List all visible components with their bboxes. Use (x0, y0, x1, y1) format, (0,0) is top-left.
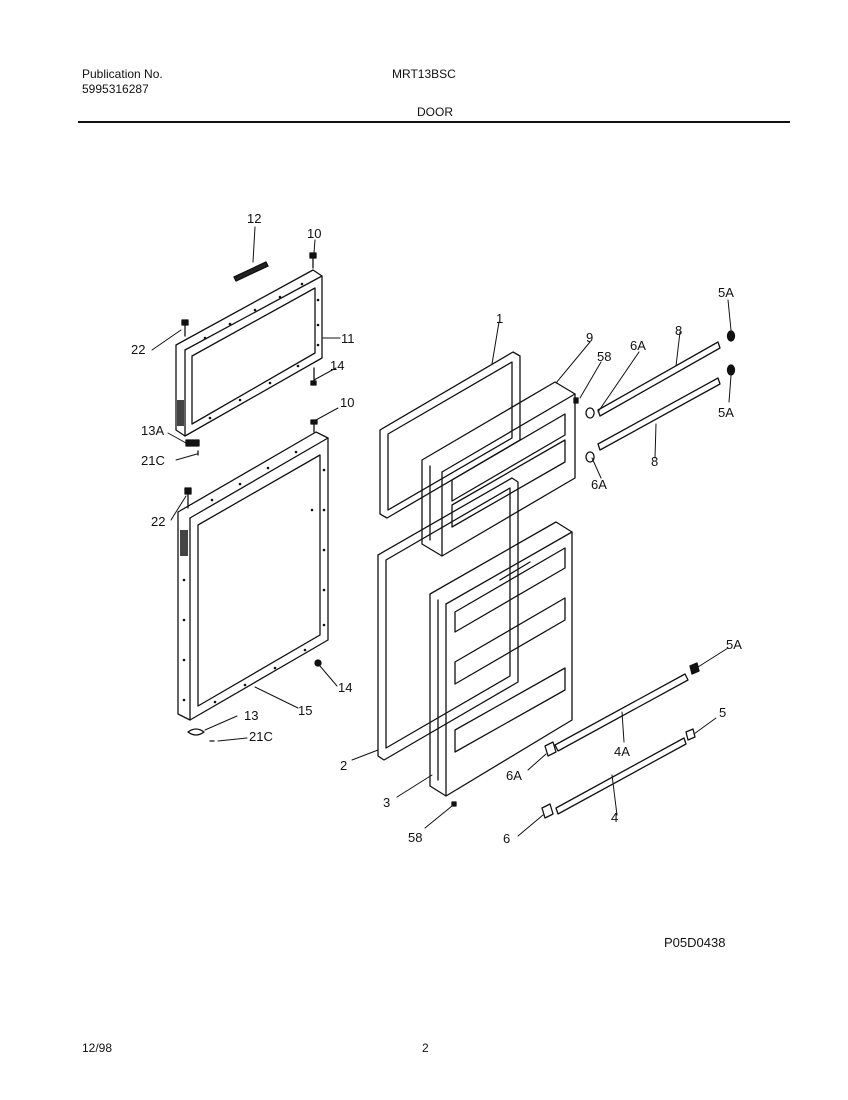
callout-3: 3 (383, 795, 390, 810)
callout-22: 22 (131, 342, 145, 357)
callout-8-lower: 8 (651, 454, 658, 469)
publication-label: Publication No. (82, 67, 163, 81)
callout-6A: 6A (630, 338, 646, 353)
callout-5A-third: 5A (726, 637, 742, 652)
callout-9: 9 (586, 330, 593, 345)
callout-12: 12 (247, 211, 261, 226)
callout-2: 2 (340, 758, 347, 773)
part-11-freezer-door (175, 269, 323, 437)
callout-6: 6 (503, 831, 510, 846)
section-title: DOOR (417, 105, 453, 119)
part-9-freezer-liner (421, 381, 576, 557)
model-number: MRT13BSC (392, 67, 456, 81)
callout-8: 8 (675, 323, 682, 338)
part-3-fresh-food-liner (429, 521, 573, 797)
callout-4A: 4A (614, 744, 630, 759)
callout-21C: 21C (141, 453, 165, 468)
rail-end-caps (451, 330, 736, 819)
part-12-handle-trim (233, 261, 269, 282)
part-15-fresh-food-door (177, 431, 329, 721)
callout-13: 13 (244, 708, 258, 723)
fasteners-lower (184, 419, 322, 742)
callout-10-lower: 10 (340, 395, 354, 410)
callout-11: 11 (341, 331, 355, 346)
callout-14: 14 (330, 358, 344, 373)
leader-lines (151, 226, 732, 837)
part-2-fresh-food-gasket (377, 477, 519, 761)
callout-10: 10 (307, 226, 321, 241)
callout-58-lower: 58 (408, 830, 422, 845)
page-number: 2 (422, 1041, 429, 1055)
callout-58: 58 (597, 349, 611, 364)
callout-15: 15 (298, 703, 312, 718)
part-1-freezer-gasket (379, 351, 521, 519)
callout-5A-second: 5A (718, 405, 734, 420)
callout-14-lower: 14 (338, 680, 352, 695)
callout-6A-lower: 6A (591, 477, 607, 492)
callout-5: 5 (719, 705, 726, 720)
publication-number: 5995316287 (82, 82, 149, 96)
shelf-rails (554, 341, 721, 815)
footer-date: 12/98 (82, 1041, 113, 1055)
callout-13A: 13A (141, 423, 164, 438)
callout-6A-third: 6A (506, 768, 522, 783)
fasteners-upper (181, 252, 317, 456)
drawing-code: P05D0438 (664, 935, 726, 950)
header-rule (78, 121, 790, 123)
callout-4: 4 (611, 810, 618, 825)
callout-labels: 12 10 22 11 14 13A 21C 10 22 14 15 13 21… (131, 211, 742, 846)
callout-1: 1 (496, 311, 503, 326)
callout-22-lower: 22 (151, 514, 165, 529)
callout-5A: 5A (718, 285, 734, 300)
callout-21C-lower: 21C (249, 729, 273, 744)
